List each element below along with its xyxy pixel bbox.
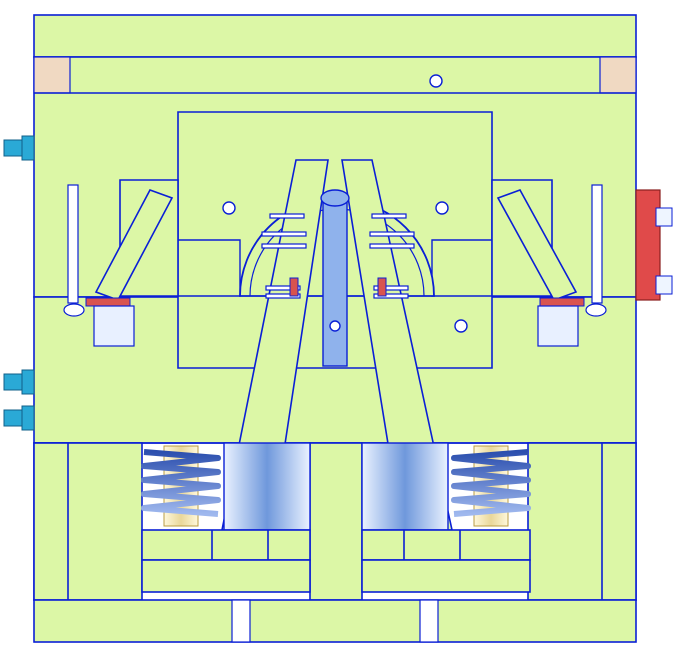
ejector-cavity-right [361, 442, 449, 531]
dome-pins-right [369, 213, 415, 299]
hydraulic-cylinder-right [635, 189, 673, 301]
ejector-plate-left [141, 529, 311, 593]
dowel-hole-right [435, 201, 449, 215]
bottom-clamp-plate [33, 599, 637, 643]
top-clamp-plate [33, 14, 637, 58]
ejector-cavity-left [223, 442, 311, 531]
central-core-pin [320, 189, 350, 367]
ejector-plate-right [361, 529, 531, 593]
dowel-hole-lower [454, 319, 468, 333]
water-fitting-icon [3, 405, 35, 431]
support-block-left [33, 442, 143, 601]
return-spring-right [451, 445, 531, 527]
dowel-hole-left [222, 201, 236, 215]
return-spring-left [141, 445, 221, 527]
support-block-right [527, 442, 637, 601]
side-slider-left [63, 179, 179, 347]
wear-pad-right [599, 56, 637, 94]
center-support [309, 442, 363, 601]
guide-hole-top [429, 74, 443, 88]
side-slider-right [491, 179, 607, 347]
dome-pins-left [261, 213, 307, 299]
wear-pad-left [33, 56, 71, 94]
cooling-fittings-left [3, 135, 35, 431]
water-fitting-icon [3, 135, 35, 161]
water-fitting-icon [3, 369, 35, 395]
